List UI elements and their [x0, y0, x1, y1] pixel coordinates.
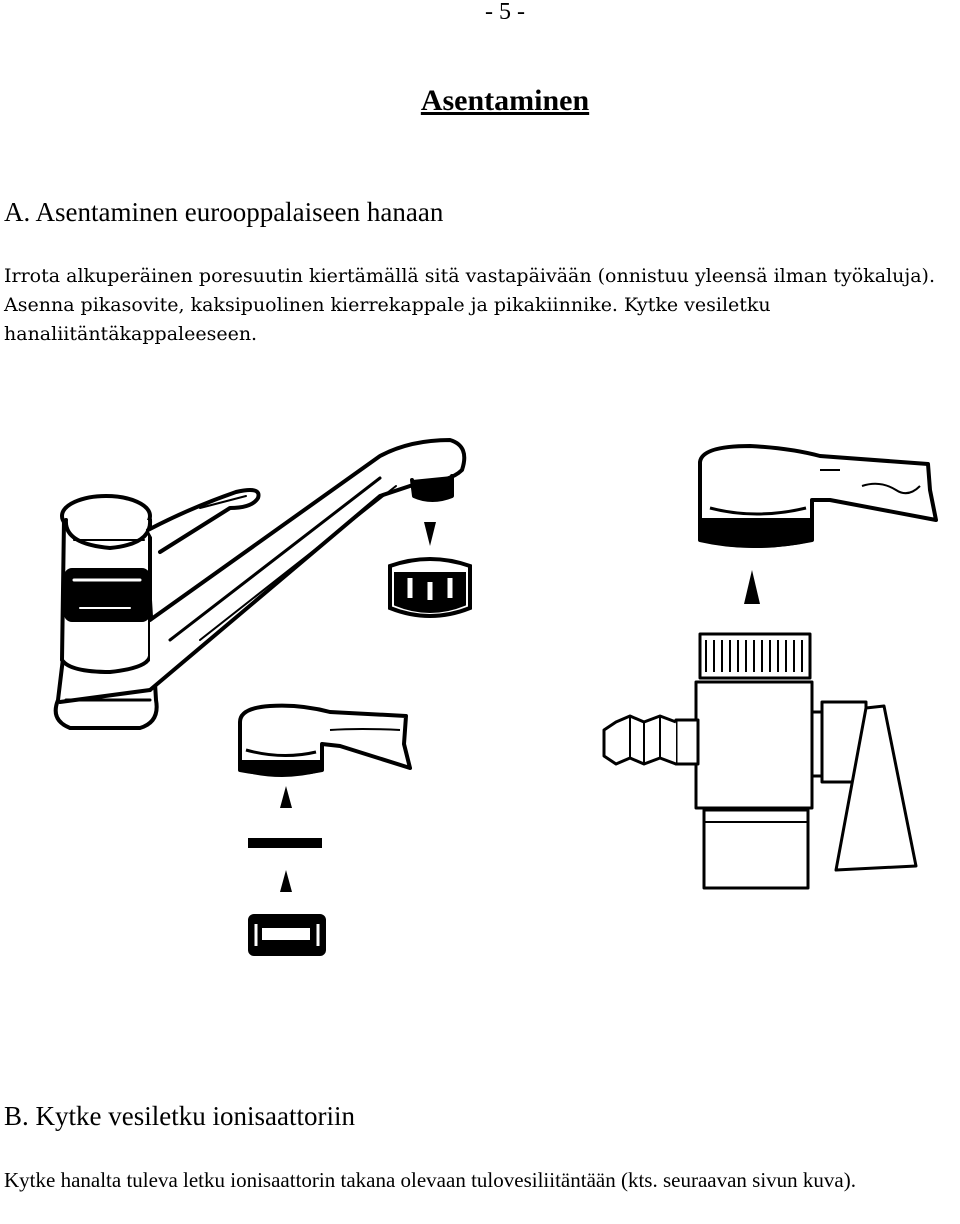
- diverter-valve-icon: [602, 632, 918, 890]
- arrow-up-icon: [744, 570, 760, 604]
- section-b-paragraph: Kytke hanalta tuleva letku ionisaattorin…: [4, 1168, 856, 1192]
- page-number: - 5 -: [485, 0, 525, 25]
- arrow-down-icon: [424, 522, 436, 546]
- spout-icon: [698, 444, 938, 548]
- section-a-paragraph: Irrota alkuperäinen poresuutin kiertämäl…: [4, 265, 935, 345]
- section-b-heading: B. Kytke vesiletku ionisaattoriin: [4, 1101, 355, 1131]
- arrow-up-icon: [280, 870, 292, 892]
- arrow-up-icon: [280, 786, 292, 808]
- faucet-illustration: [53, 438, 467, 730]
- washer-icon: [248, 838, 322, 848]
- aerator-icon: [388, 557, 472, 618]
- section-a-heading: A. Asentaminen eurooppalaiseen hanaan: [4, 197, 444, 227]
- nut-icon: [248, 914, 326, 956]
- spout-icon: [238, 703, 412, 777]
- installation-illustration: [53, 438, 938, 956]
- page-title: Asentaminen: [420, 84, 590, 117]
